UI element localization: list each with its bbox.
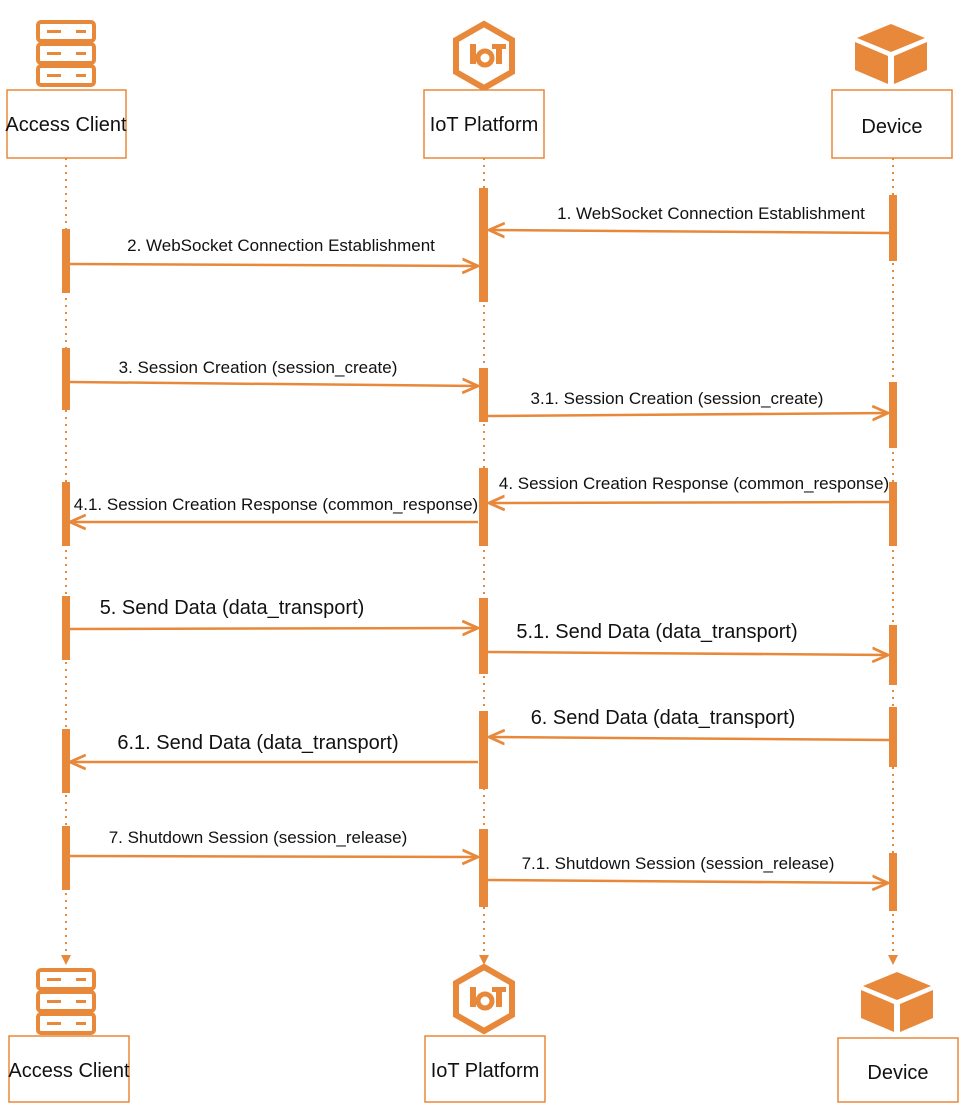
message-label: 1. WebSocket Connection Establishment — [557, 204, 865, 223]
message-label: 5.1. Send Data (data_transport) — [516, 621, 797, 643]
message-label: 5. Send Data (data_transport) — [100, 597, 365, 619]
message-arrow — [69, 264, 478, 266]
participant-label: Access Client — [5, 114, 127, 136]
activation-bar — [479, 598, 488, 674]
participant-label: IoT Platform — [430, 114, 539, 136]
message-arrow — [69, 382, 478, 386]
activation-bars — [62, 188, 897, 911]
message-labels: 1. WebSocket Connection Establishment 2.… — [74, 204, 889, 873]
server-icon — [36, 968, 96, 1035]
activation-bar — [889, 482, 897, 546]
activation-bar — [479, 368, 488, 422]
activation-bar — [889, 382, 897, 448]
message-arrow — [69, 856, 478, 857]
message-label: 6.1. Send Data (data_transport) — [117, 732, 398, 754]
message-label: 4.1. Session Creation Response (common_r… — [74, 495, 478, 514]
message-label: 7. Shutdown Session (session_release) — [109, 828, 408, 847]
activation-bar — [62, 826, 70, 890]
message-label: 4. Session Creation Response (common_res… — [499, 474, 889, 493]
activation-bar — [479, 829, 488, 907]
activation-bar — [889, 853, 897, 911]
message-arrow — [489, 230, 890, 233]
activation-bar — [62, 596, 70, 660]
cube-icon — [855, 24, 927, 84]
messages — [70, 230, 889, 883]
participant-box-client: Access Client — [5, 89, 127, 159]
iot-hexagon-icon — [453, 20, 515, 92]
message-arrow — [487, 880, 888, 883]
activation-bar — [479, 468, 488, 546]
activation-bar — [889, 707, 897, 767]
participant-box-device-bottom: Device — [837, 1037, 959, 1103]
message-label: 3. Session Creation (session_create) — [119, 358, 398, 377]
participant-label: Device — [861, 116, 922, 138]
message-arrow — [487, 413, 888, 416]
participant-box-client-bottom: Access Client — [8, 1035, 130, 1103]
activation-bar — [479, 188, 488, 302]
server-icon — [36, 20, 96, 87]
activation-bar — [62, 348, 70, 410]
participant-label: Device — [867, 1062, 928, 1084]
activation-bar — [62, 482, 70, 546]
participant-label: Access Client — [8, 1060, 130, 1082]
message-label: 6. Send Data (data_transport) — [531, 707, 796, 729]
activation-bar — [479, 711, 488, 789]
message-label: 7.1. Shutdown Session (session_release) — [522, 854, 835, 873]
activation-bar — [62, 729, 70, 793]
activation-bar — [889, 625, 897, 685]
message-label: 2. WebSocket Connection Establishment — [127, 236, 435, 255]
activation-bar — [889, 195, 897, 261]
message-arrow — [487, 652, 888, 655]
iot-hexagon-icon — [453, 963, 515, 1035]
participant-label: IoT Platform — [431, 1060, 540, 1082]
message-arrow — [489, 737, 890, 740]
message-label: 3.1. Session Creation (session_create) — [531, 389, 824, 408]
cube-icon — [861, 972, 933, 1032]
participant-box-platform-bottom: IoT Platform — [424, 1035, 546, 1103]
message-arrow — [489, 502, 890, 503]
participant-box-platform: IoT Platform — [423, 89, 545, 159]
message-arrow — [69, 628, 478, 629]
activation-bar — [62, 229, 70, 293]
participant-box-device: Device — [831, 89, 953, 159]
